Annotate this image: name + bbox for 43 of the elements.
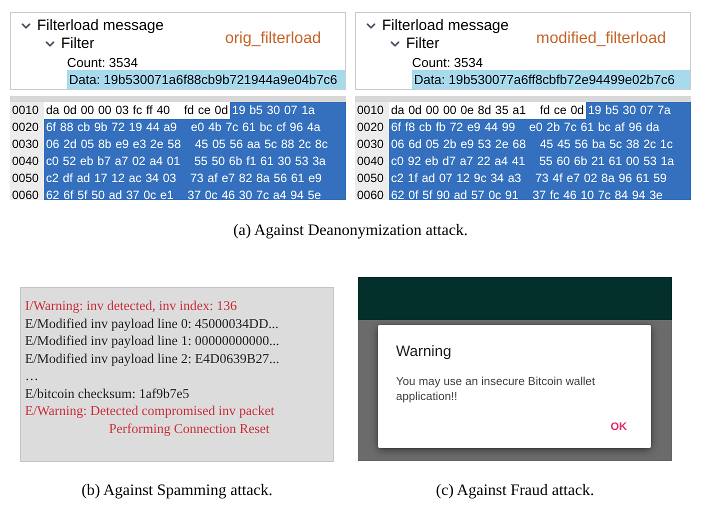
hex-dump-panel xyxy=(355,96,691,200)
warning-dialog xyxy=(378,325,651,448)
subfigure-caption: (a) Against Deanonymization attack. xyxy=(233,221,468,241)
tree-item: Filter xyxy=(406,34,440,54)
tree-item: Filter xyxy=(61,34,94,54)
log-line: I/Warning: inv detected, inv index: 136 xyxy=(25,297,237,314)
hex-row: 0040 c0 52 eb b7 a7 02 a4 01 55 50 6b f1 61 30 53 3a xyxy=(10,153,346,170)
log-line: E/bitcoin checksum: 1af9b7e5 xyxy=(25,384,190,402)
subfigure-caption: (b) Against Spamming attack. xyxy=(81,481,273,501)
selected-tree-item: Data: 19b530071a6f88cb9b721944a9e04b7c6 xyxy=(67,70,345,89)
dialog-message: You may use an insecure Bitcoin wallet application!! xyxy=(396,375,596,405)
packet-tree-panel xyxy=(10,12,346,90)
tree-item: Filterload message xyxy=(382,16,509,36)
log-line: … xyxy=(25,367,38,384)
log-line: Performing Connection Reset xyxy=(108,420,270,437)
tag-label: modified_filterload xyxy=(536,29,666,49)
hex-dump-panel xyxy=(10,96,346,200)
hex-row: 0020 6f f8 cb fb 72 e9 44 99 e0 2b 7c 61 bc af 96 da xyxy=(355,119,691,136)
hex-row: 0030 06 2d 05 8b e9 e3 2e 58 45 05 56 aa 5c 88 2c 8c xyxy=(10,136,346,153)
log-line: E/Modified inv payload line 1: 00000000000... xyxy=(25,332,280,350)
tree-item: Count: 3534 xyxy=(67,54,138,72)
hex-row: 0050 c2 1f ad 07 12 9c 34 a3 73 4f e7 02 8a 96 61 59 xyxy=(355,170,691,187)
log-line: E/Modified inv payload line 0: 45000034DD... xyxy=(25,314,278,332)
packet-tree-panel xyxy=(355,12,691,90)
log-line: E/Warning: Detected compromised inv packet xyxy=(25,402,274,420)
hex-row: 0020 6f 88 cb 9b 72 19 44 a9 e0 4b 7c 61 bc cf 96 4a xyxy=(10,119,346,136)
dialog-title: Warning xyxy=(396,342,452,362)
hex-row: 0050 c2 df ad 17 12 ac 34 03 73 af e7 82 8a 56 61 e9 xyxy=(10,170,346,187)
selected-tree-item: Data: 19b530077a6ff8cbfb72e94499e02b7c6 xyxy=(412,70,690,89)
hex-row: 0010 da 0d 00 00 0e 8d 35 a1 fd ce 0d 19 b5 30 07 7a xyxy=(355,102,691,119)
hex-row: 0040 c0 92 eb d7 a7 22 a4 41 55 60 6b 21 61 00 53 1a xyxy=(355,153,691,170)
hex-row: 0060 62 0f 5f 90 ad 57 0c 91 37 fc 46 10 7c 84 94 3e xyxy=(355,187,691,200)
subfigure-caption: (c) Against Fraud attack. xyxy=(436,481,594,501)
hex-row: 0060 62 6f 5f 50 ad 37 0c e1 37 0c 46 30 7c a4 94 5e xyxy=(10,187,346,200)
hex-row: 0030 06 6d 05 2b e9 53 2e 68 45 45 56 ba 5c 38 2c 1c xyxy=(355,136,691,153)
tree-item: Count: 3534 xyxy=(412,54,483,72)
phone-screen xyxy=(358,277,672,461)
log-panel xyxy=(20,287,334,462)
tag-label: orig_filterload xyxy=(224,29,321,49)
hex-row: 0010 da 0d 00 00 03 fc ff 40 fd ce 0d 19 b5 30 07 1a xyxy=(10,102,346,119)
tree-item: Filterload message xyxy=(37,16,164,36)
log-line: E/Modified inv payload line 2: E4D0639B27... xyxy=(25,350,280,367)
ok-button: OK xyxy=(610,419,627,436)
